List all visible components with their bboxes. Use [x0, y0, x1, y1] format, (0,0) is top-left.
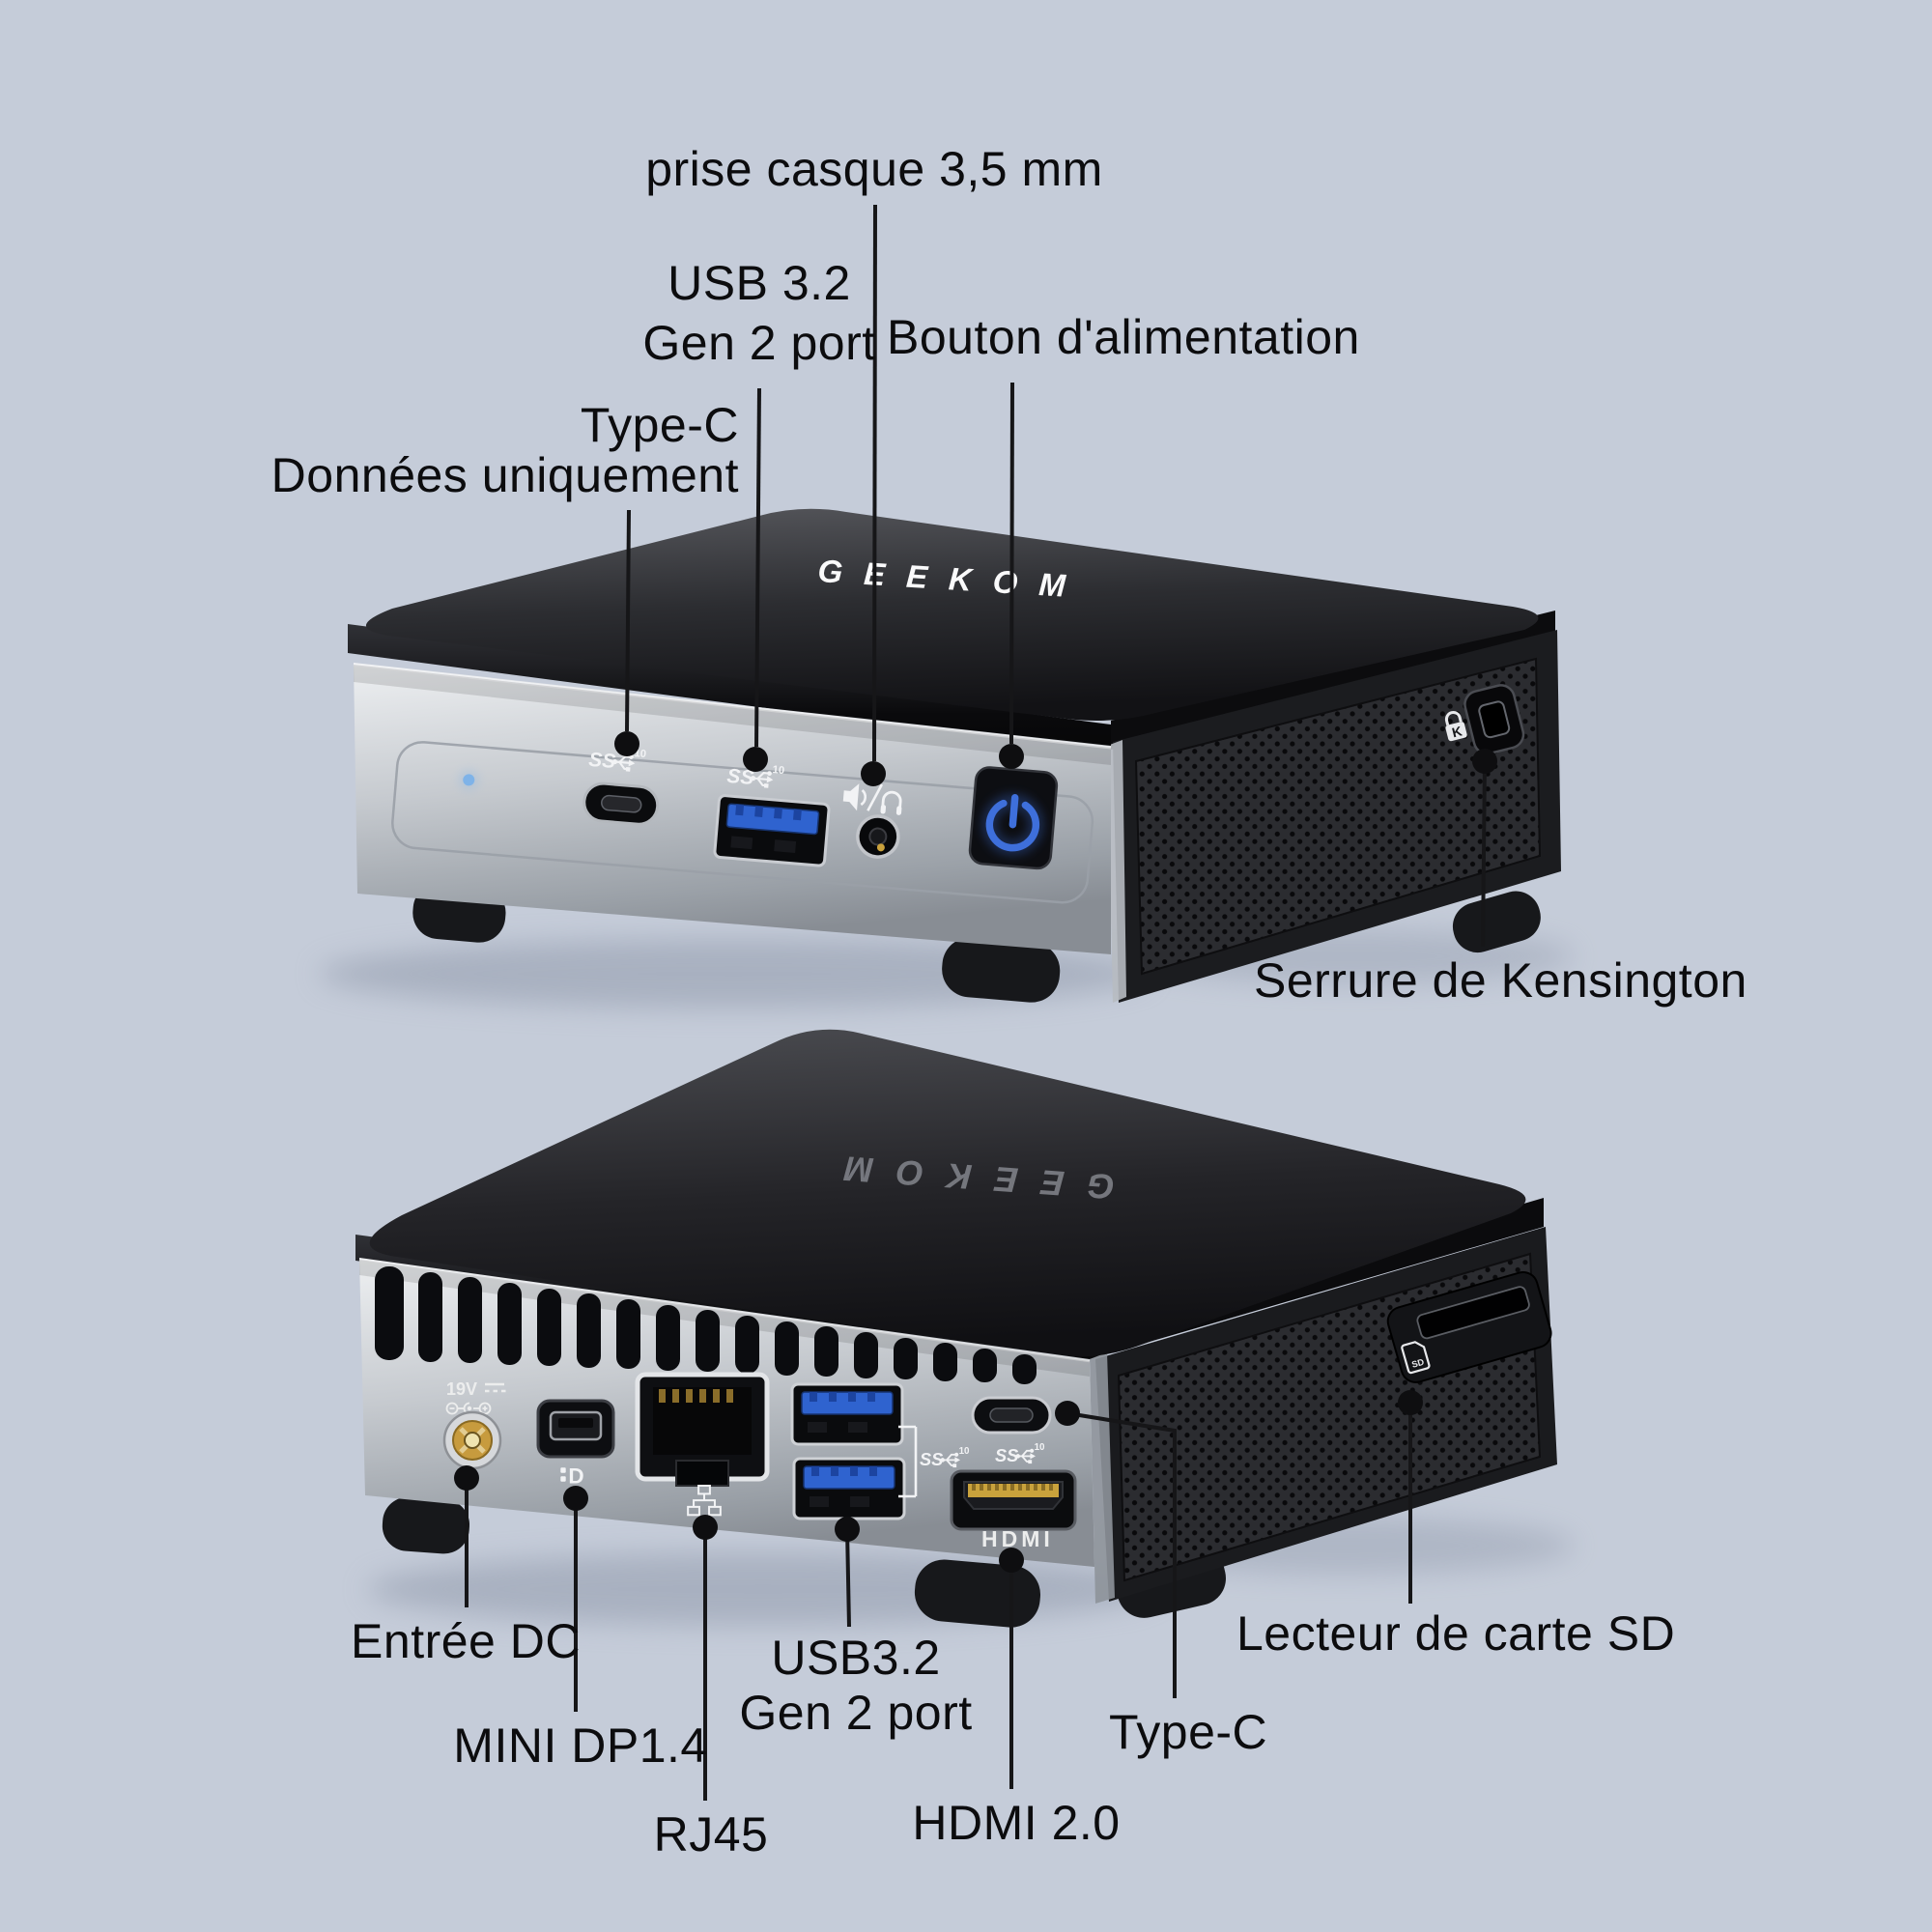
side-mesh-vent	[1134, 657, 1542, 976]
top-cover-edge	[348, 624, 1111, 753]
leader-usb-front	[754, 387, 761, 748]
typec-port-front	[582, 781, 660, 826]
usb-a-port-rear-top	[790, 1382, 904, 1446]
label-usb-front: USB 3.2 Gen 2 port	[642, 253, 875, 373]
leader-headphone-jack	[872, 204, 877, 762]
typec-port-rear	[971, 1396, 1052, 1435]
label-usb-rear-line1: USB3.2	[771, 1631, 941, 1685]
label-usb-front-line1: USB 3.2	[668, 256, 851, 310]
hdmi-logo-text: HDMI	[981, 1526, 1054, 1551]
hdmi-port	[950, 1469, 1077, 1531]
label-dc-input: Entrée DC	[351, 1614, 581, 1668]
label-headphone-jack: prise casque 3,5 mm	[645, 142, 1103, 196]
sd-card-slot	[1386, 1270, 1552, 1383]
leader-lines	[465, 204, 1487, 1801]
rj45-port	[635, 1372, 770, 1487]
label-usb-rear: USB3.2 Gen 2 port	[739, 1631, 972, 1741]
label-usb-front-line2: Gen 2 port	[642, 316, 876, 370]
label-typec-front-line1: Type-C	[580, 398, 739, 452]
dc-input-port	[442, 1410, 502, 1470]
top-cover	[365, 508, 1539, 721]
rear-top-cover	[369, 1029, 1526, 1357]
leader-typec-front	[625, 509, 631, 732]
label-mini-dp: MINI DP1.4	[453, 1719, 708, 1773]
label-power-button: Bouton d'alimentation	[887, 310, 1360, 364]
leader-kensington	[1481, 760, 1487, 948]
headphone-jack-front	[856, 814, 900, 859]
label-typec-front-line2: Données uniquement	[270, 448, 739, 502]
label-kensington-lock: Serrure de Kensington	[1254, 953, 1747, 1008]
label-typec-rear: Type-C	[1109, 1705, 1268, 1759]
dc-voltage-marking: 19V	[445, 1379, 506, 1415]
power-button	[968, 766, 1059, 870]
front-device: GEEKOM	[319, 508, 1575, 1009]
leader-usb-rear	[845, 1528, 851, 1628]
label-rj45: RJ45	[653, 1807, 769, 1861]
usb-a-port-rear-bottom	[792, 1457, 906, 1520]
leader-power-button	[1009, 382, 1014, 745]
front-ports	[391, 741, 1094, 904]
usb-a-port-front	[713, 794, 831, 867]
leader-dots	[454, 731, 1497, 1573]
mini-dp-port	[536, 1399, 615, 1459]
label-usb-rear-line2: Gen 2 port	[739, 1686, 973, 1740]
label-sd-reader: Lecteur de carte SD	[1236, 1606, 1676, 1661]
label-hdmi: HDMI 2.0	[912, 1796, 1121, 1850]
rear-device: GEEKOM 19V	[355, 1029, 1575, 1628]
power-icon	[985, 794, 1040, 852]
kensington-lock-slot	[1440, 684, 1525, 755]
usb-pair-bracket	[898, 1425, 918, 1498]
front-device-shadow	[319, 939, 1150, 1009]
rear-vents	[375, 1266, 1037, 1384]
svg-text:19V: 19V	[446, 1379, 477, 1399]
label-typec-front: Type-C Données uniquement	[271, 400, 739, 500]
leader-typec-rear	[1066, 1411, 1177, 1698]
